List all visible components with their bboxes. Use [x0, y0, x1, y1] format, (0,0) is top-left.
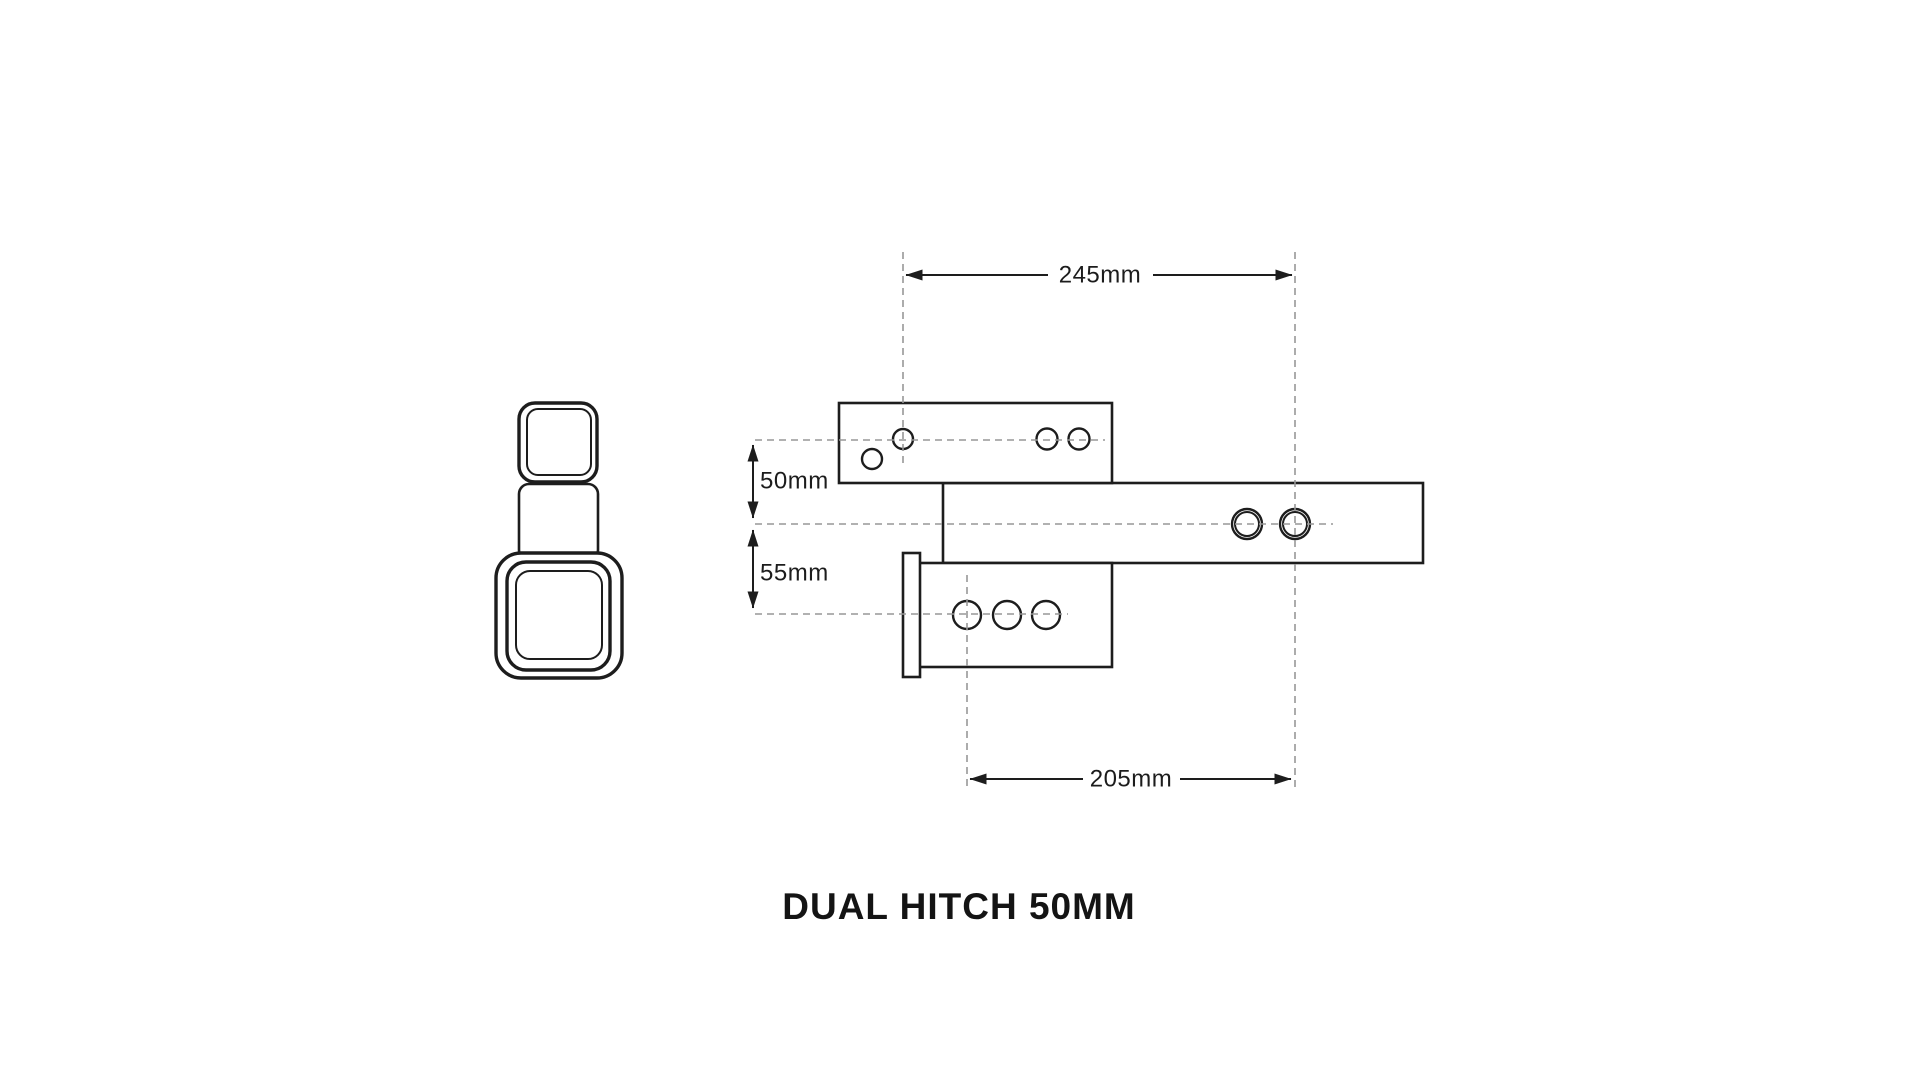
lower-plate-hole-3: [1030, 599, 1062, 631]
upper-plate-hole-3: [1035, 427, 1059, 451]
dimension-205: 205mm: [969, 766, 1292, 793]
dim-205-label: 205mm: [1090, 766, 1173, 793]
dimension-55: 55mm: [747, 529, 829, 609]
dim-50-label: 50mm: [760, 468, 829, 495]
lower-plate-hole-2: [991, 599, 1023, 631]
side-view-upper-plate: [837, 401, 1114, 485]
dim-245-label: 245mm: [1059, 262, 1142, 289]
front-view-bottom-tube-inner: [515, 570, 603, 660]
diagram-title: DUAL HITCH 50MM: [782, 886, 1136, 927]
front-view: [494, 401, 624, 680]
front-view-shank-neck: [517, 482, 600, 562]
side-view-end-cap: [901, 551, 922, 679]
upper-plate-hole-4: [1067, 427, 1091, 451]
side-view: [837, 401, 1425, 679]
front-view-bottom-tube-mid: [505, 560, 612, 672]
dimension-245: 245mm: [905, 262, 1293, 289]
dimension-50: 50mm: [747, 444, 829, 519]
side-view-shank: [941, 481, 1425, 565]
front-view-top-tube-outer: [517, 401, 599, 484]
front-view-top-tube-inner: [526, 408, 592, 476]
centre-lines: [755, 252, 1333, 790]
upper-plate-hole-1: [860, 447, 884, 471]
dim-55-label: 55mm: [760, 560, 829, 587]
